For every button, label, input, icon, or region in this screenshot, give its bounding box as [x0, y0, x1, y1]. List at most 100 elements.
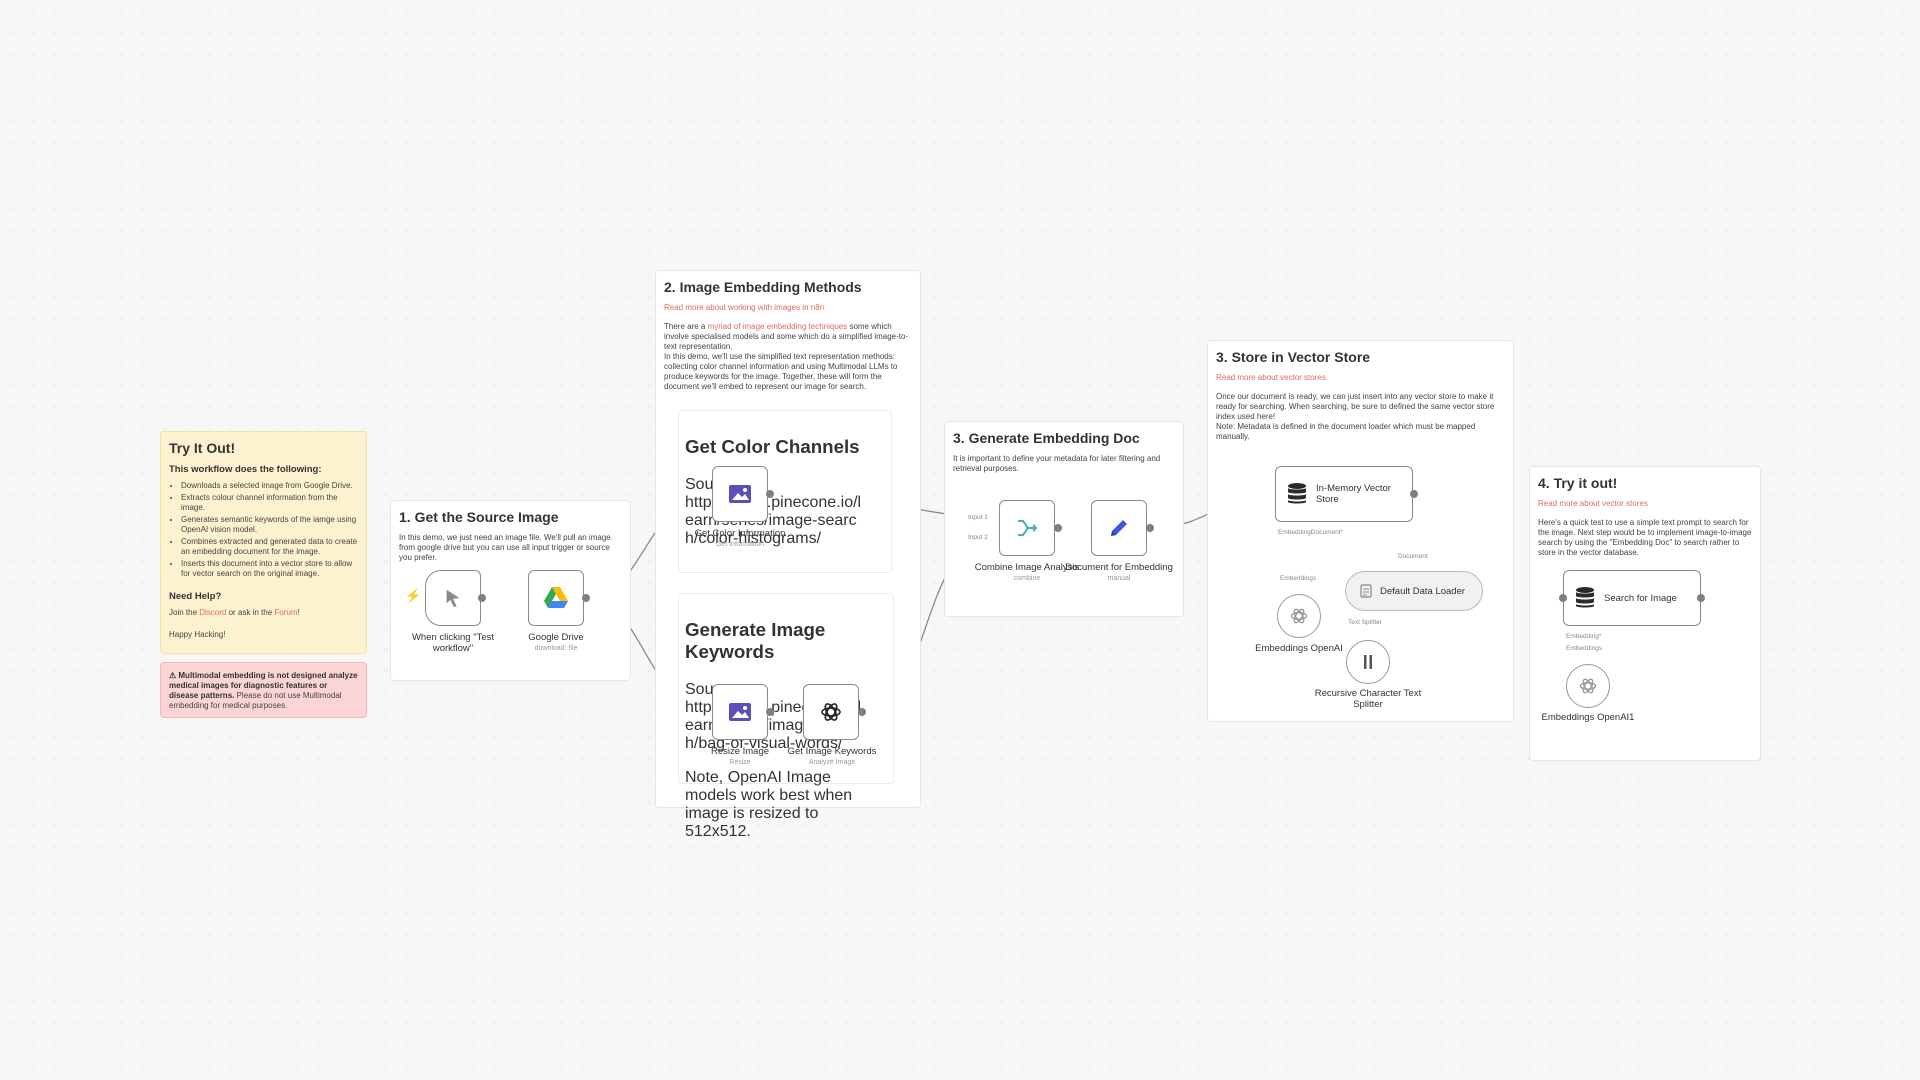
help-pre: Join the — [169, 608, 200, 617]
keywords-label: Get Image Keywords — [787, 746, 877, 757]
try-note-intro: This workflow does the following: — [169, 464, 322, 475]
section1-text: In this demo, we just need an image file… — [399, 533, 611, 562]
section2-text2: In this demo, we'll use the simplified t… — [664, 352, 898, 391]
section4-link[interactable]: Read more about vector stores — [1216, 373, 1326, 382]
resize-label: Resize Image — [710, 746, 770, 757]
trigger-bolt-icon: ⚡ — [405, 588, 422, 603]
color-channels-box[interactable]: Get Color Channels Source: https://www.p… — [678, 410, 892, 573]
combine-input2-label: Input 2 — [968, 534, 988, 541]
memstore-label: In-Memory Vector Store — [1316, 483, 1391, 505]
pencil-icon — [1111, 520, 1127, 536]
database-icon — [1576, 587, 1594, 608]
document-label: Document for Embedding — [1065, 562, 1173, 573]
node-search-for-image[interactable]: Search for Image — [1563, 570, 1701, 626]
gdrive-output-port[interactable] — [582, 594, 590, 602]
discord-link[interactable]: Discord — [199, 608, 227, 617]
image-icon — [729, 703, 751, 721]
color-info-sub: Get Information — [715, 541, 765, 548]
resize-sub: Resize — [729, 759, 751, 766]
list-item: Generates semantic keywords of the iamge… — [181, 515, 358, 535]
node-manual-trigger[interactable] — [425, 570, 481, 626]
section5-link[interactable]: Read more about vector stores — [1538, 499, 1648, 508]
try-it-out-note[interactable]: Try It Out! This workflow does the follo… — [160, 431, 367, 654]
keywords-sub: Analyze Image — [808, 759, 856, 766]
search-output-port[interactable] — [1697, 594, 1705, 602]
port-embedding-text: Embedding — [1278, 529, 1311, 536]
node-embeddings-openai[interactable] — [1277, 594, 1321, 638]
keywords-box-title: Generate Image Keywords — [685, 618, 826, 662]
resize-output-port[interactable] — [766, 708, 774, 716]
list-item: Inserts this document into a vector stor… — [181, 559, 358, 579]
color-output-port[interactable] — [766, 490, 774, 498]
node-google-drive[interactable] — [528, 570, 584, 626]
help-post: ! — [297, 608, 300, 617]
image-icon — [729, 485, 751, 503]
memstore-output-port[interactable] — [1410, 490, 1418, 498]
gdrive-sub: download: file — [534, 645, 578, 652]
node-in-memory-vector-store[interactable]: In-Memory Vector Store — [1275, 466, 1413, 522]
google-drive-icon — [544, 587, 568, 608]
node-document-for-embedding[interactable] — [1091, 500, 1147, 556]
section2-text-pre: There are a — [664, 322, 708, 331]
medical-warning-note[interactable]: ⚠ Multimodal embedding is not designed a… — [160, 662, 367, 718]
openai-icon — [821, 703, 841, 721]
embeddings1-label: Embeddings OpenAI — [1255, 643, 1343, 654]
gdrive-label: Google Drive — [528, 632, 584, 643]
list-item: Downloads a selected image from Google D… — [181, 481, 358, 491]
keywords-note: Note, OpenAI Image models work best when… — [685, 769, 853, 841]
loader-label: Default Data Loader — [1380, 585, 1466, 597]
document-sub: manual — [1107, 575, 1131, 582]
section4-text: Once our document is ready, we can just … — [1216, 392, 1495, 421]
section4-note: Note: Metadata is defined in the documen… — [1216, 422, 1476, 441]
color-info-label: Get Color Information — [694, 528, 786, 539]
trigger-label: When clicking "Test workflow" — [411, 632, 495, 654]
warning-text: ⚠ Multimodal embedding is not designed a… — [169, 671, 358, 711]
warning-rest: Please do not use Multimodal embedding f… — [169, 691, 342, 710]
splitter-label: Recursive Character Text Splitter — [1314, 688, 1422, 710]
list-item: Combines extracted and generated data to… — [181, 537, 358, 557]
need-help-title: Need Help? — [169, 591, 222, 602]
help-mid: or ask in the — [226, 608, 275, 617]
happy-hacking: Happy Hacking! — [169, 630, 226, 639]
embeddings2-label: Embeddings OpenAI1 — [1541, 712, 1635, 723]
warning-bold: ⚠ Multimodal embedding is not designed a… — [169, 671, 358, 700]
list-item: Extracts colour channel information from… — [181, 493, 358, 513]
search-input-port[interactable] — [1559, 594, 1567, 602]
embedding-techniques-link[interactable]: myriad of image embedding techniques — [707, 322, 848, 331]
forum-link[interactable]: Forum — [274, 608, 298, 617]
node-recursive-text-splitter[interactable] — [1346, 640, 1390, 684]
section3-text: It is important to define your metadata … — [953, 454, 1161, 473]
try-note-title: Try It Out! — [169, 440, 236, 456]
section2-text-post: some which involve specialised models an… — [664, 322, 909, 351]
node-default-data-loader[interactable]: Default Data Loader — [1345, 571, 1483, 611]
section5-title: 4. Try it out! — [1538, 475, 1618, 491]
search-label: Search for Image — [1604, 592, 1677, 604]
search-embedding-port-label: Embedding* — [1566, 633, 1602, 640]
loader-document-port-label: Document — [1398, 553, 1428, 560]
trigger-output-port[interactable] — [478, 594, 486, 602]
combine-sub: combine — [1013, 575, 1041, 582]
combine-output-port[interactable] — [1054, 524, 1062, 532]
section1-title: 1. Get the Source Image — [399, 509, 559, 525]
merge-icon — [1018, 520, 1038, 536]
splitter-icon — [1364, 655, 1372, 669]
section2-link[interactable]: Read more about working with images in n… — [664, 303, 825, 312]
combine-label: Combine Image Analysis — [974, 562, 1080, 573]
node-combine-image-analysis[interactable] — [999, 500, 1055, 556]
keywords-output-port[interactable] — [858, 708, 866, 716]
section5-text: Here's a quick test to use a simple text… — [1538, 518, 1752, 557]
try-note-list: Downloads a selected image from Google D… — [169, 481, 358, 579]
node-get-image-keywords[interactable] — [803, 684, 859, 740]
memstore-embedding-port-label: EmbeddingDocument* — [1278, 529, 1343, 536]
node-resize-image[interactable] — [712, 684, 768, 740]
openai-icon — [1290, 608, 1308, 624]
embeddings1-port-label: Embeddings — [1280, 575, 1317, 582]
need-help-text: Join the Discord or ask in the Forum! — [169, 608, 358, 618]
node-get-color-information[interactable] — [712, 466, 768, 522]
section2-title: 2. Image Embedding Methods — [664, 279, 862, 295]
cursor-icon — [446, 589, 460, 608]
document-output-port[interactable] — [1146, 524, 1154, 532]
section3-title: 3. Generate Embedding Doc — [953, 430, 1140, 446]
combine-input1-label: Input 1 — [968, 514, 988, 521]
node-embeddings-openai1[interactable] — [1566, 664, 1610, 708]
